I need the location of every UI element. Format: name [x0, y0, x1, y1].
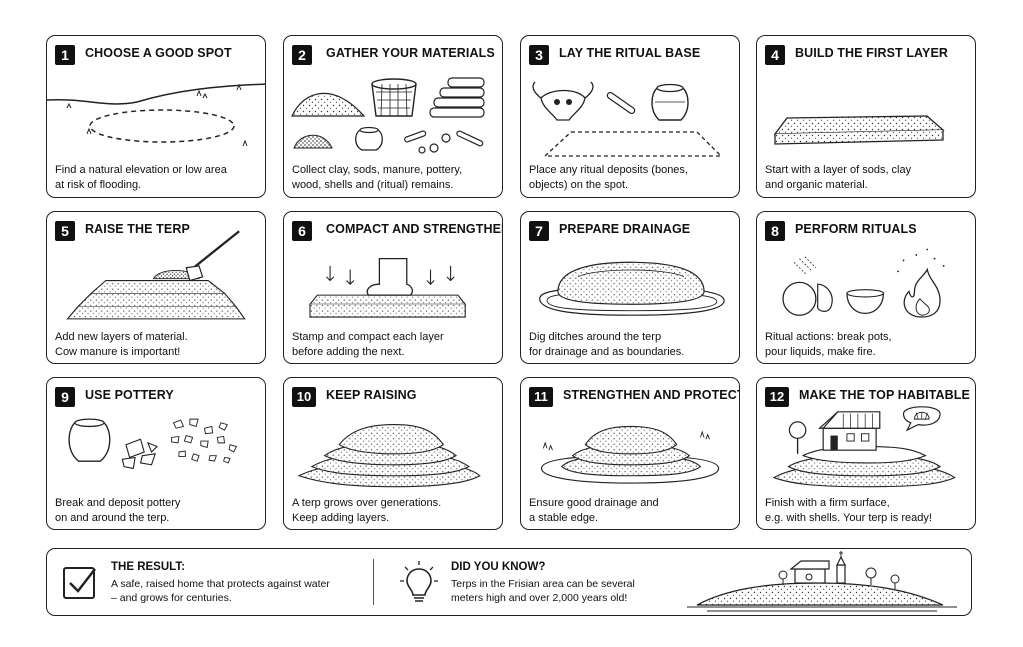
step-number-badge: 9	[55, 387, 75, 407]
step-number-badge: 7	[529, 221, 549, 241]
rituals-illustration	[782, 248, 945, 318]
step-number-badge: 8	[765, 221, 785, 241]
result-title: THE RESULT:	[111, 561, 185, 573]
step-card-8: 8 PERFORM RITUALS Ritual actions: break …	[756, 211, 976, 364]
footer-divider	[373, 559, 374, 605]
step-description: Finish with a firm surface, e.g. with sh…	[765, 497, 932, 524]
step-description: Add new layers of material. Cow manure i…	[55, 331, 188, 358]
step-card-4: 4 BUILD THE FIRST LAYER Start with a lay…	[756, 35, 976, 198]
step-title: PREPARE DRAINAGE	[559, 222, 691, 236]
step-description: Ritual actions: break pots, pour liquids…	[765, 331, 892, 358]
step-card-5: 5 RAISE THE TERP Add new layers of mater…	[46, 211, 266, 364]
step-card-3: 3 LAY THE RITUAL BASE Place any ritual d…	[520, 35, 740, 198]
step-title: RAISE THE TERP	[85, 222, 190, 236]
step-title: USE POTTERY	[85, 388, 174, 402]
step-description: Ensure good drainage and a stable edge.	[529, 497, 659, 524]
strengthen-illustration	[540, 425, 720, 484]
step-number-badge: 11	[529, 387, 553, 407]
flat-land-illustration	[47, 83, 265, 147]
step-number-badge: 2	[292, 45, 312, 65]
step-title: CHOOSE A GOOD SPOT	[85, 46, 232, 60]
step-card-1: 1 CHOOSE A GOOD SPOT Find a natural elev…	[46, 35, 266, 198]
step-description: Break and deposit pottery on and around …	[55, 497, 181, 524]
step-title: COMPACT AND STRENGTHEN	[326, 222, 503, 236]
step-number-badge: 3	[529, 45, 549, 65]
step-description: Find a natural elevation or low area at …	[55, 164, 227, 191]
step-number-badge: 4	[765, 45, 785, 65]
step-card-9: 9 USE POTTERY Break and deposit pottery …	[46, 377, 266, 530]
step-description: Dig ditches around the terp for drainage…	[529, 331, 685, 358]
compact-illustration	[308, 257, 467, 318]
lightbulb-icon	[400, 561, 438, 602]
habitable-top-illustration	[772, 406, 956, 488]
step-title: KEEP RAISING	[326, 388, 417, 402]
result-text: A safe, raised home that protects agains…	[111, 578, 330, 604]
step-card-7: 7 PREPARE DRAINAGE Dig ditches around th…	[520, 211, 740, 364]
materials-illustration	[291, 77, 485, 154]
step-description: Place any ritual deposits (bones, object…	[529, 164, 688, 191]
step-card-2: 2 GATHER YOUR MATERIALS Collect clay, so…	[283, 35, 503, 198]
keep-raising-illustration	[297, 424, 481, 488]
raise-terp-illustration	[66, 230, 246, 320]
step-title: BUILD THE FIRST LAYER	[795, 46, 949, 60]
know-title: DID YOU KNOW?	[451, 561, 546, 573]
know-text: Terps in the Frisian area can be several…	[451, 578, 635, 604]
step-description: Collect clay, sods, manure, pottery, woo…	[292, 164, 463, 191]
step-title: STRENGTHEN AND PROTECT	[563, 388, 740, 402]
step-card-11: 11 STRENGTHEN AND PROTECT Ensure good dr…	[520, 377, 740, 530]
step-number-badge: 12	[765, 387, 789, 407]
step-card-6: 6 COMPACT AND STRENGTHEN Stamp and compa…	[283, 211, 503, 364]
ritual-base-illustration	[532, 81, 723, 157]
step-description: A terp grows over generations. Keep addi…	[292, 497, 442, 524]
step-number-badge: 6	[292, 221, 312, 241]
step-description: Start with a layer of sods, clay and org…	[765, 164, 912, 191]
step-number-badge: 1	[55, 45, 75, 65]
first-layer-illustration	[773, 115, 945, 145]
step-number-badge: 10	[292, 387, 316, 407]
step-title: MAKE THE TOP HABITABLE	[799, 388, 970, 402]
checkbox-check-icon	[63, 567, 96, 599]
step-title: LAY THE RITUAL BASE	[559, 46, 701, 60]
pottery-illustration	[68, 418, 238, 470]
step-number-badge: 5	[55, 221, 75, 241]
step-card-10: 10 KEEP RAISING A terp grows over genera…	[283, 377, 503, 530]
drainage-illustration	[539, 261, 725, 316]
footer-panel: THE RESULT: A safe, raised home that pro…	[46, 548, 972, 616]
step-card-12: 12 MAKE THE TOP HABITABLE Finish with a …	[756, 377, 976, 530]
step-title: PERFORM RITUALS	[795, 222, 917, 236]
terp-landscape-illustration	[687, 551, 957, 612]
step-description: Stamp and compact each layer before addi…	[292, 331, 444, 358]
step-title: GATHER YOUR MATERIALS	[326, 46, 495, 60]
